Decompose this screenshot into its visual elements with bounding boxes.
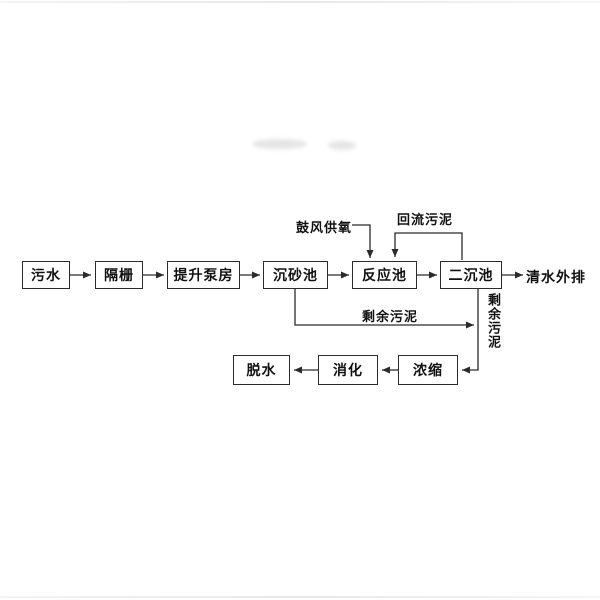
scan-smudge [252,139,307,149]
label-blower-oxygen: 鼓风供氧 [296,221,353,236]
node-wastewater: 污水 [22,261,70,289]
node-grit-chamber: 沉砂池 [263,261,328,289]
edge-excess-sludge-to-thickener [462,289,479,374]
node-secondary-clarifier: 二沉池 [440,261,502,289]
image-edge-artifact-top [0,1,600,3]
label-excess-sludge-vertical: 剩余污泥 [485,293,500,349]
image-edge-artifact-bottom [0,596,600,598]
node-digester: 消化 [318,355,378,385]
node-lift-pump-station: 提升泵房 [167,261,240,289]
scan-smudge [328,141,356,150]
node-bar-screen: 隔栅 [95,261,143,289]
edge-blower-to-reaction [352,224,374,258]
edge-excess-sludge-from-grit [294,289,474,329]
label-excess-sludge: 剩余污泥 [362,310,419,325]
label-effluent-discharge: 清水外排 [526,270,586,286]
label-return-sludge: 回流污泥 [397,213,454,228]
node-thickener: 浓缩 [398,355,458,385]
edge-return-sludge [391,232,463,260]
node-dewatering: 脱水 [233,355,290,385]
node-reaction-tank: 反应池 [352,261,417,289]
